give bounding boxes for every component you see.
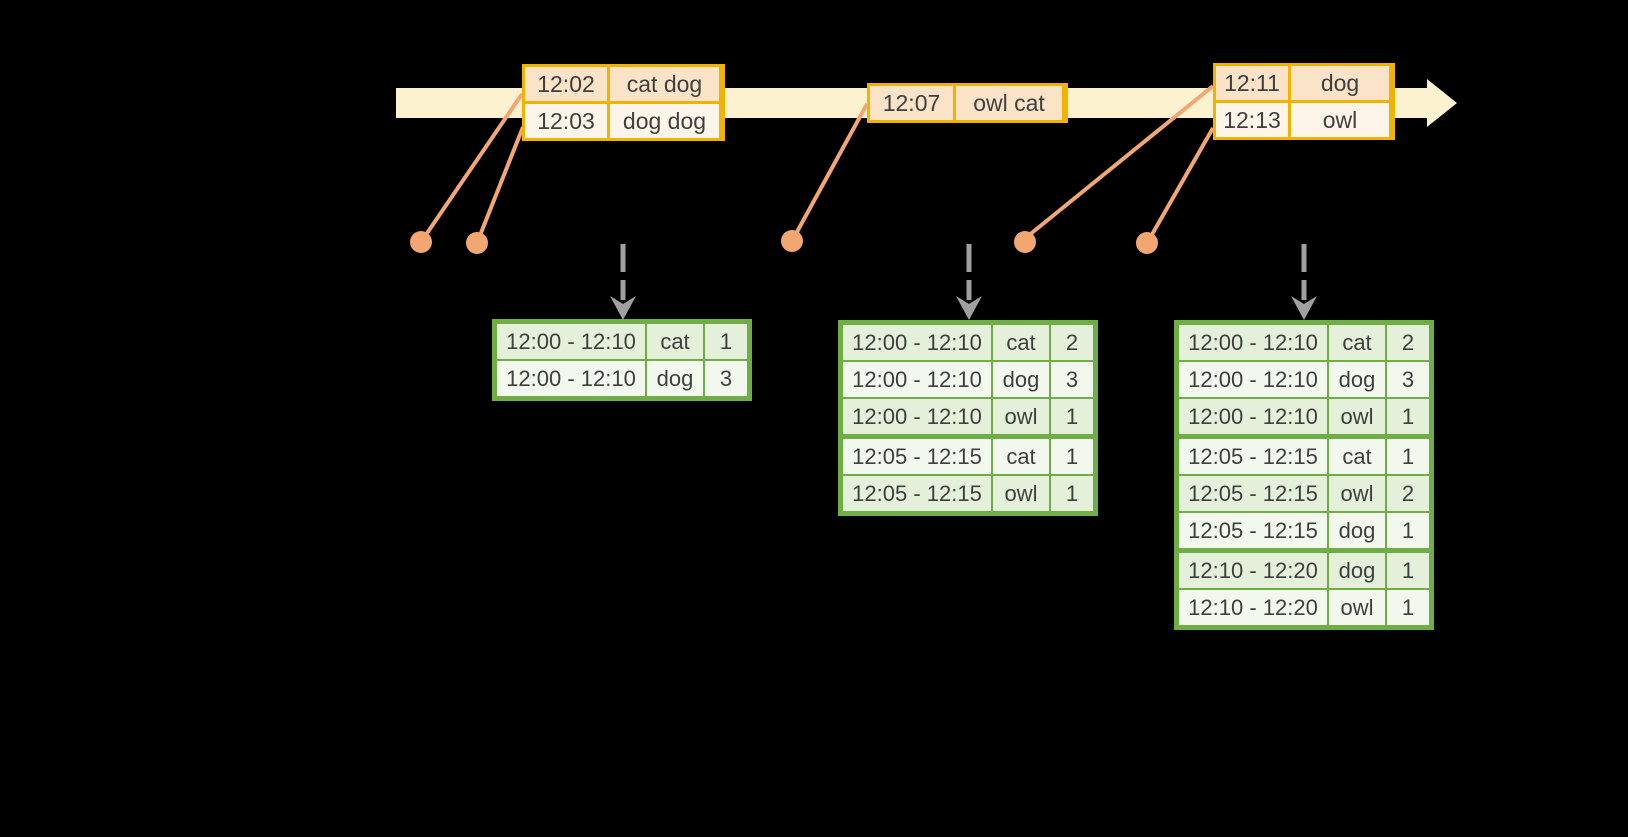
result-window-cell: 12:00 - 12:10	[843, 399, 991, 434]
event-time-cell: 12:02	[525, 67, 607, 101]
result-word-cell: owl	[1329, 476, 1385, 511]
result-word-cell: dog	[1329, 553, 1385, 588]
result-count-cell: 2	[1051, 325, 1093, 360]
event-words-cell: cat dog	[610, 67, 719, 101]
result-count-cell: 1	[1387, 590, 1429, 625]
connector-line	[1026, 84, 1215, 238]
result-count-cell: 3	[1051, 362, 1093, 397]
result-count-cell: 1	[1387, 439, 1429, 474]
result-count-cell: 1	[1051, 439, 1093, 474]
result-word-cell: owl	[993, 399, 1049, 434]
event-words-cell: dog	[1291, 66, 1389, 100]
result-count-cell: 1	[1051, 476, 1093, 511]
result-word-cell: owl	[1329, 399, 1385, 434]
result-count-cell: 2	[1387, 325, 1429, 360]
result-word-cell: cat	[993, 325, 1049, 360]
result-window-cell: 12:00 - 12:10	[497, 324, 645, 359]
result-word-cell: owl	[1329, 590, 1385, 625]
emit-arrow-icon	[956, 244, 982, 320]
result-window-cell: 12:05 - 12:15	[1179, 439, 1327, 474]
result-word-cell: dog	[993, 362, 1049, 397]
event-time-cell: 12:11	[1216, 66, 1288, 100]
emit-arrow-icon	[610, 244, 636, 320]
event-dot-icon	[410, 231, 432, 253]
result-word-cell: cat	[1329, 325, 1385, 360]
connector-line	[475, 126, 525, 244]
event-time-cell: 12:03	[525, 104, 607, 138]
result-window-cell: 12:00 - 12:10	[1179, 362, 1327, 397]
result-window-cell: 12:05 - 12:15	[843, 439, 991, 474]
result-word-cell: cat	[647, 324, 703, 359]
result-count-cell: 2	[1387, 476, 1429, 511]
result-count-cell: 1	[705, 324, 747, 359]
result-count-cell: 1	[1051, 399, 1093, 434]
event-time-cell: 12:13	[1216, 103, 1288, 137]
connector-line	[419, 92, 524, 244]
connector-line	[790, 103, 869, 242]
event-dot-icon	[1014, 231, 1036, 253]
result-window-cell: 12:05 - 12:15	[1179, 513, 1327, 548]
result-count-cell: 3	[705, 361, 747, 396]
result-word-cell: dog	[1329, 362, 1385, 397]
emit-arrow-icon	[1291, 244, 1317, 320]
result-window-cell: 12:00 - 12:10	[497, 361, 645, 396]
result-window-cell: 12:00 - 12:10	[1179, 325, 1327, 360]
result-word-cell: cat	[993, 439, 1049, 474]
result-word-cell: cat	[1329, 439, 1385, 474]
result-count-cell: 3	[1387, 362, 1429, 397]
event-time-cell: 12:07	[870, 86, 953, 120]
result-word-cell: dog	[647, 361, 703, 396]
event-words-cell: dog dog	[610, 104, 719, 138]
result-window-cell: 12:05 - 12:15	[1179, 476, 1327, 511]
result-window-cell: 12:05 - 12:15	[843, 476, 991, 511]
result-window-cell: 12:00 - 12:10	[1179, 399, 1327, 434]
event-words-cell: owl	[1291, 103, 1389, 137]
result-window-cell: 12:00 - 12:10	[843, 325, 991, 360]
result-count-cell: 1	[1387, 399, 1429, 434]
event-dot-icon	[466, 232, 488, 254]
result-count-cell: 1	[1387, 553, 1429, 588]
result-window-cell: 12:10 - 12:20	[1179, 553, 1327, 588]
result-window-cell: 12:10 - 12:20	[1179, 590, 1327, 625]
event-dot-icon	[781, 230, 803, 252]
result-word-cell: owl	[993, 476, 1049, 511]
connector-line	[1148, 127, 1215, 239]
result-count-cell: 1	[1387, 513, 1429, 548]
event-words-cell: owl cat	[956, 86, 1062, 120]
result-window-cell: 12:00 - 12:10	[843, 362, 991, 397]
result-word-cell: dog	[1329, 513, 1385, 548]
event-dot-icon	[1136, 232, 1158, 254]
